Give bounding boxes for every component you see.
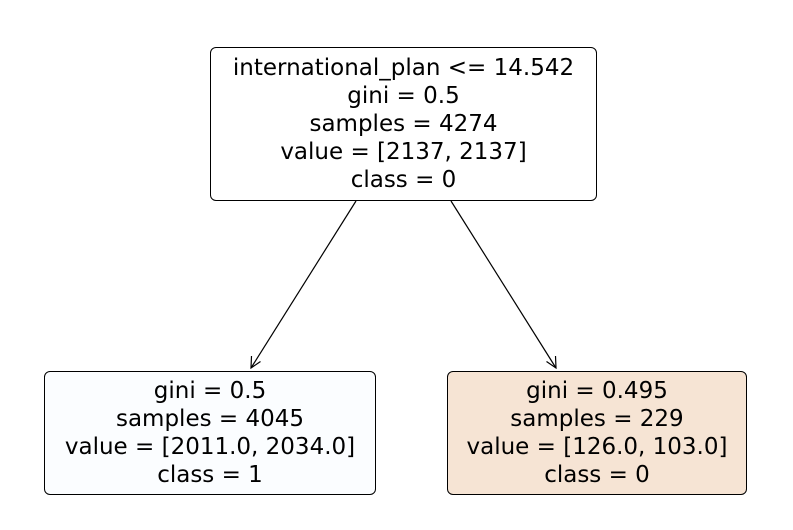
node-samples: samples = 4274 (309, 111, 498, 137)
node-value: value = [126.0, 103.0] (466, 434, 728, 460)
node-value: value = [2011.0, 2034.0] (64, 434, 356, 460)
node-samples: samples = 4045 (115, 406, 305, 432)
edge-root-to-left (250, 200, 357, 369)
node-class: class = 1 (157, 462, 263, 488)
node-class: class = 0 (350, 167, 457, 193)
node-gini: gini = 0.495 (526, 378, 668, 404)
edge-root-to-right (450, 200, 557, 369)
tree-node-right-leaf: gini = 0.495 samples = 229 value = [126.… (447, 371, 747, 495)
node-class: class = 0 (544, 462, 650, 488)
arrowhead-left (250, 355, 261, 370)
node-samples: samples = 229 (510, 406, 684, 432)
tree-node-left-leaf: gini = 0.5 samples = 4045 value = [2011.… (44, 371, 376, 495)
node-value: value = [2137, 2137] (280, 139, 527, 165)
node-gini: gini = 0.5 (153, 378, 267, 404)
tree-node-root: international_plan <= 14.542 gini = 0.5 … (210, 47, 597, 201)
arrowhead-right (546, 355, 557, 370)
node-split-condition: international_plan <= 14.542 (232, 55, 575, 81)
node-gini: gini = 0.5 (347, 83, 460, 109)
